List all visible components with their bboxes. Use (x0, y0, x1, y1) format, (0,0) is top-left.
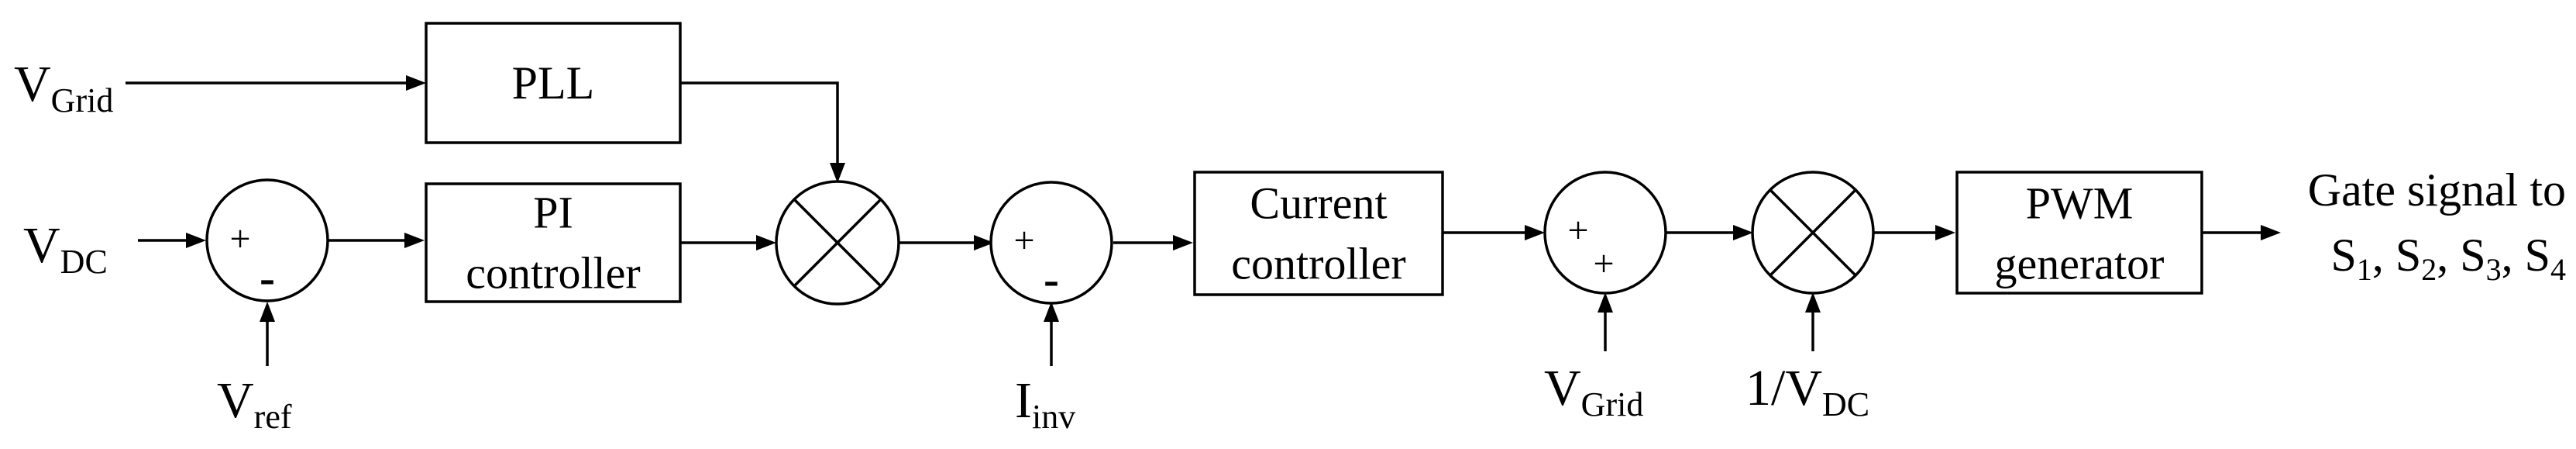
arrowhead (1733, 225, 1753, 240)
sum1-bottom-sign: - (260, 252, 275, 303)
arrowhead (1935, 225, 1955, 240)
current-controller-block: Current controller (1193, 171, 1444, 296)
sum2-bottom-sign: - (1044, 254, 1059, 305)
pwm-generator-block: PWM generator (1955, 171, 2203, 295)
arrowhead (830, 163, 845, 183)
arrowhead (2261, 225, 2281, 240)
multiplier-2 (1751, 171, 1875, 295)
arrowhead (1805, 292, 1821, 313)
pwm-label-line2: generator (1995, 239, 2165, 289)
arrowhead (186, 233, 206, 248)
output-label-line1: Gate signal to (2308, 164, 2566, 216)
arrowhead (756, 235, 776, 250)
pwm-label-line1: PWM (2026, 178, 2134, 229)
summing-junction-3: + + (1543, 171, 1667, 295)
arrowhead (260, 302, 275, 322)
current-label-line1: Current (1250, 178, 1387, 229)
vgrid-feedforward-label: VGrid (1544, 360, 1643, 423)
sum1-top-sign: + (229, 219, 250, 260)
pll-label: PLL (512, 57, 595, 109)
iinv-label: Iinv (1015, 372, 1075, 436)
arrowhead (974, 235, 994, 250)
arrowhead (404, 233, 425, 248)
pi-label-line1: PI (533, 188, 573, 238)
output-label-line2: S1, S2, S3, S4 (2331, 230, 2567, 287)
arrowhead (1598, 292, 1613, 313)
pi-label-line2: controller (466, 248, 640, 299)
arrowhead (1173, 235, 1193, 250)
pi-controller-block: PI controller (425, 182, 682, 303)
summing-junction-1: + - (205, 178, 329, 303)
current-label-line2: controller (1231, 239, 1405, 289)
signal-wires (126, 75, 2281, 366)
vgrid-input-label: VGrid (14, 56, 113, 119)
multiplier-1 (775, 180, 900, 306)
sum3-bottom-sign: + (1593, 243, 1614, 285)
arrowhead (406, 75, 426, 91)
vref-label: Vref (217, 372, 292, 436)
inverse-vdc-label: 1/VDC (1745, 360, 1869, 423)
wire-pll-mult1 (680, 81, 839, 164)
arrowhead (1044, 302, 1059, 322)
pll-block: PLL (425, 22, 682, 144)
sum3-top-sign: + (1567, 210, 1588, 251)
sum2-top-sign: + (1013, 220, 1034, 261)
vdc-input-label: VDC (23, 217, 108, 281)
summing-junction-2: + - (989, 181, 1113, 305)
arrowhead (1525, 225, 1545, 240)
